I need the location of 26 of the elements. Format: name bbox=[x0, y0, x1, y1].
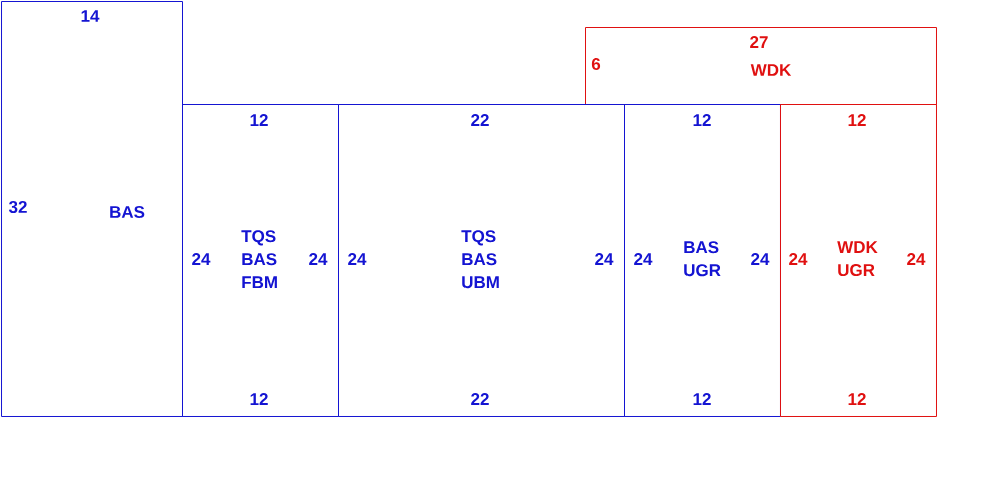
dimension-label: 24 bbox=[789, 253, 808, 265]
dimension-label: 24 bbox=[192, 253, 211, 265]
dimension-label: 22 bbox=[471, 393, 489, 405]
dimension-label: BAS bbox=[110, 206, 145, 218]
code-label: TQS BAS FBM bbox=[241, 230, 277, 289]
dimension-label: 12 bbox=[250, 114, 268, 126]
dimension-label: 22 bbox=[471, 114, 489, 126]
code-label: WDK UGR bbox=[837, 241, 878, 277]
code-label: BAS UGR bbox=[684, 241, 721, 277]
dimension-label: 12 bbox=[693, 393, 711, 405]
dimension-label: 12 bbox=[250, 393, 268, 405]
dimension-label: 32 bbox=[8, 200, 27, 213]
dimension-label: 12 bbox=[693, 114, 711, 126]
dimension-label: 27 bbox=[750, 36, 768, 48]
dimension-label: 24 bbox=[595, 253, 614, 265]
dimension-label: 24 bbox=[634, 253, 653, 265]
code-label: TQS BAS UBM bbox=[461, 230, 499, 289]
dimension-label: 24 bbox=[348, 253, 367, 265]
dimension-label: WDK bbox=[750, 64, 792, 76]
dimension-label: 14 bbox=[81, 10, 100, 22]
dimension-label: 12 bbox=[848, 114, 866, 126]
dimension-label: 6 bbox=[591, 58, 601, 70]
dimension-label: 12 bbox=[848, 393, 866, 405]
dimension-label: 24 bbox=[309, 253, 328, 265]
dimension-label: 24 bbox=[907, 253, 926, 265]
dimension-label: 24 bbox=[751, 253, 770, 265]
